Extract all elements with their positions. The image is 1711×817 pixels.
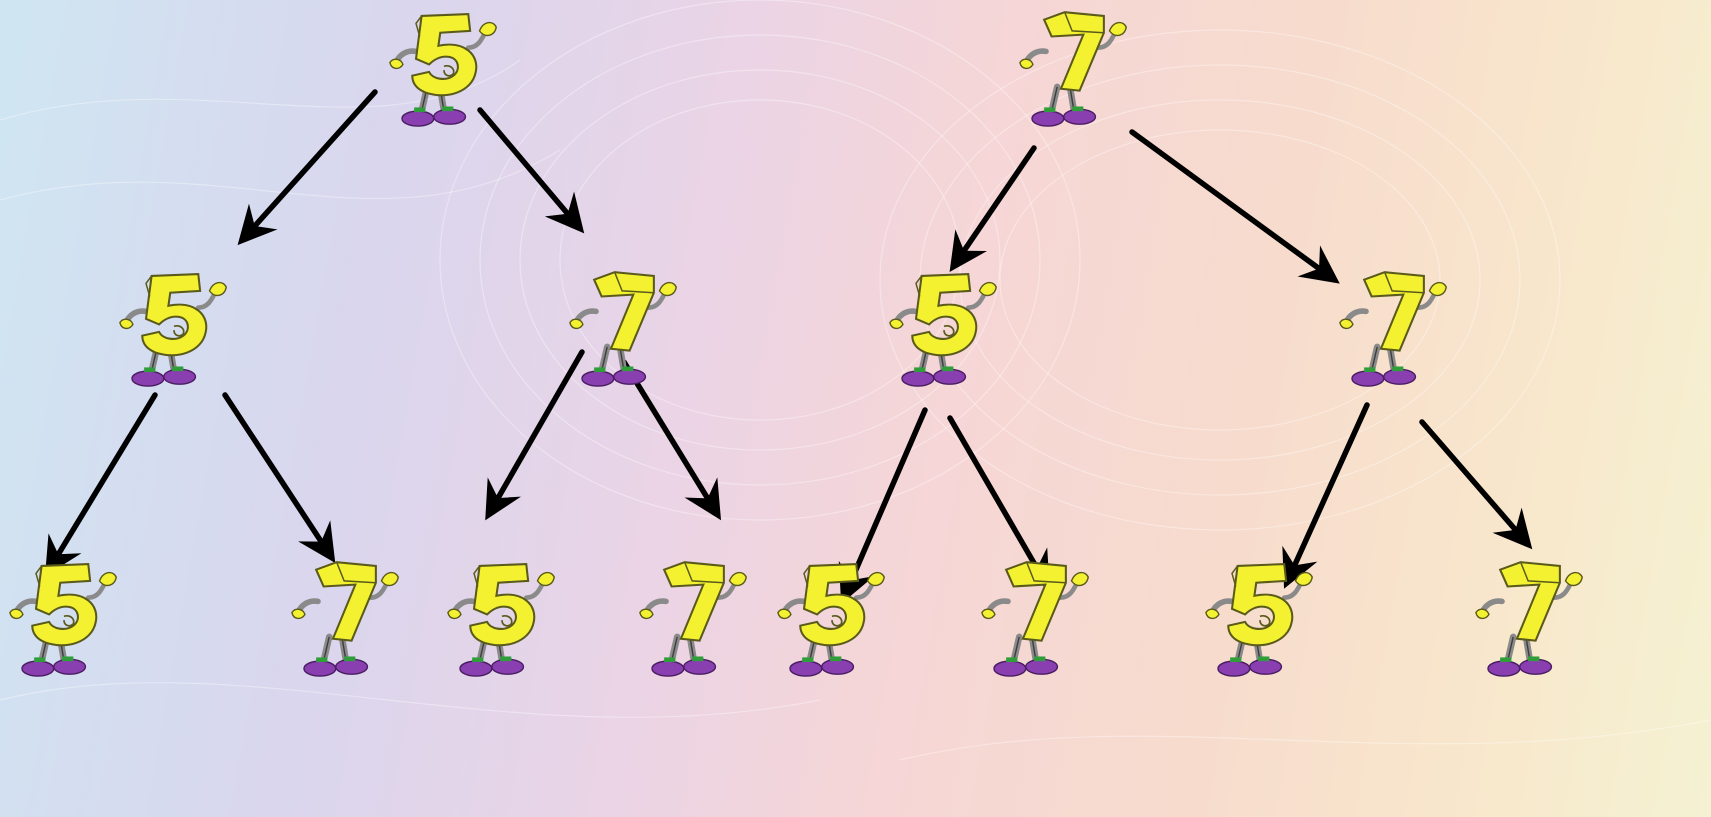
down-arrow-icon	[45, 392, 158, 577]
arrows-layer	[45, 89, 1533, 604]
digit-seven-character-icon	[1340, 271, 1446, 386]
digit-five-character-icon	[1206, 563, 1312, 676]
digit-five-character-icon	[10, 563, 116, 676]
digit-seven-character-icon	[1476, 561, 1582, 676]
down-arrow-icon	[1419, 419, 1533, 550]
digit-seven-character-icon	[1020, 11, 1126, 126]
down-arrow-icon	[222, 392, 336, 564]
digit-five-character-icon	[448, 563, 554, 676]
digit-seven-character-icon	[982, 561, 1088, 676]
digit-seven-character-icon	[292, 561, 398, 676]
down-arrow-icon	[237, 89, 378, 246]
digit-seven-character-icon	[570, 271, 676, 386]
down-arrow-icon	[838, 407, 928, 604]
down-arrow-icon	[949, 145, 1037, 272]
down-arrow-icon	[477, 107, 585, 234]
digit-seven-character-icon	[640, 561, 746, 676]
down-arrow-icon	[1129, 129, 1340, 284]
down-arrow-icon	[485, 349, 585, 521]
digit-five-character-icon	[120, 273, 226, 386]
down-arrow-icon	[947, 415, 1050, 591]
nodes-layer	[10, 11, 1582, 676]
digit-five-character-icon	[778, 563, 884, 676]
down-arrow-icon	[1282, 402, 1370, 589]
down-arrow-icon	[621, 359, 722, 521]
digit-five-character-icon	[890, 273, 996, 386]
